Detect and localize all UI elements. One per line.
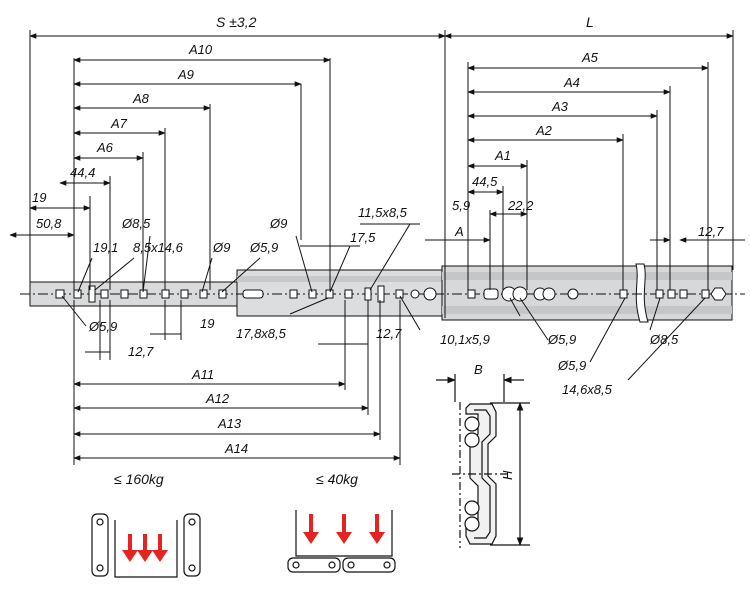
dim-19-b: 19: [200, 316, 214, 331]
dim-A5: A5: [581, 50, 599, 65]
dim-dia-9-b: Ø9: [269, 216, 287, 231]
dim-dia-5-9-d: Ø5,9: [557, 358, 586, 373]
dim-A7: A7: [110, 116, 128, 131]
dim-A11: A11: [191, 367, 214, 382]
dim-11-5x8-5: 11,5x8,5: [358, 205, 408, 220]
top-dimension-labels: S ±3,2 L A10 A9 A8 A7 A6 44,4 19 50,8 19…: [32, 14, 724, 255]
dim-dia-9: Ø9: [212, 240, 230, 255]
dim-17-8x8-5: 17,8x8,5: [236, 326, 287, 341]
dim-17-5: 17,5: [350, 230, 376, 245]
dim-H: H: [500, 470, 515, 480]
dim-A1: A1: [494, 148, 511, 163]
dim-A4: A4: [563, 75, 580, 90]
dim-44-4: 44,4: [70, 165, 95, 180]
side-mount-icon: [91, 513, 201, 578]
rail-holes: [55, 285, 727, 303]
dim-22-2: 22,2: [507, 198, 534, 213]
load-arrows-side: [122, 534, 168, 562]
dim-12-7-c: 12,7: [376, 326, 402, 341]
dim-8-5x14-6: 8,5x14,6: [133, 240, 184, 255]
cross-section: [436, 374, 530, 548]
dim-A10: A10: [188, 42, 213, 57]
dim-S: S ±3,2: [216, 14, 257, 30]
bottom-dimension-labels: Ø5,9 19 12,7 17,8x8,5 12,7 10,1x5,9 Ø5,9…: [88, 316, 679, 456]
dim-A2: A2: [535, 123, 553, 138]
dim-12-7-b: 12,7: [128, 344, 154, 359]
dim-dia-5-9: Ø5,9: [249, 240, 278, 255]
dim-10-1x5-9: 10,1x5,9: [440, 332, 490, 347]
dim-L: L: [586, 14, 594, 30]
dim-A: A: [454, 224, 464, 239]
dim-A3: A3: [551, 99, 569, 114]
dim-A14: A14: [224, 441, 248, 456]
dim-B: B: [474, 362, 483, 377]
bottom-mount-icon: [287, 510, 396, 573]
dim-44-5: 44,5: [472, 174, 498, 189]
dim-A13: A13: [217, 416, 242, 431]
load-side-mount: ≤ 160kg: [114, 471, 164, 487]
dim-50-8: 50,8: [36, 216, 62, 231]
dim-dia-5-9-b: Ø5,9: [88, 319, 117, 334]
load-arrows-bottom: [303, 514, 385, 544]
dim-dia-5-9-c: Ø5,9: [547, 332, 576, 347]
dim-5-9: 5,9: [452, 198, 470, 213]
dim-dia-8-5-b: Ø8,5: [649, 332, 679, 347]
dim-A6: A6: [96, 140, 114, 155]
dim-A8: A8: [132, 91, 150, 106]
load-bottom-mount: ≤ 40kg: [316, 471, 358, 487]
dim-14-6x8-5: 14,6x8,5: [562, 382, 613, 397]
dim-dia-8-5: Ø8,5: [121, 216, 151, 231]
dim-12-7-top: 12,7: [698, 224, 724, 239]
dim-19: 19: [32, 190, 46, 205]
dim-19-1: 19,1: [93, 240, 118, 255]
top-dimensions: [9, 30, 745, 293]
bottom-dimensions: [61, 295, 706, 465]
rail-body: [20, 263, 745, 323]
dim-A9: A9: [177, 67, 194, 82]
dim-A12: A12: [205, 391, 230, 406]
